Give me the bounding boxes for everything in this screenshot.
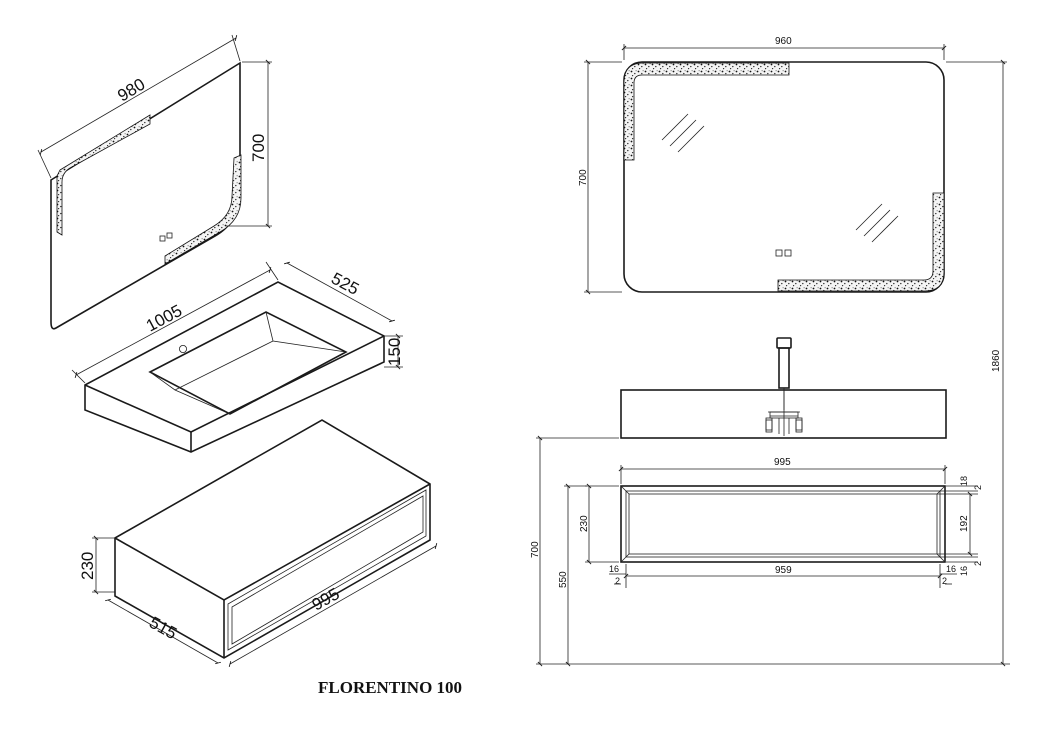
- front-cabinet-height-label: 230: [579, 515, 590, 532]
- front-mirror-switch-icon: [784, 249, 792, 257]
- gap-top-2-label: 2: [973, 485, 983, 490]
- gap-bottom-right-16-label: 16: [946, 564, 956, 574]
- front-elevation: 960 700 1860: [530, 36, 1010, 667]
- iso-basin-height-label: 150: [385, 338, 404, 366]
- iso-basin-width-label: 1005: [143, 301, 185, 336]
- iso-mirror-height-label: 700: [249, 134, 268, 162]
- gap-top-18-label: 18: [959, 476, 969, 486]
- front-drawer-width-label: 959: [775, 565, 792, 576]
- front-mirror-height-label: 700: [578, 169, 589, 186]
- iso-mirror-width-label: 980: [114, 75, 148, 106]
- iso-cabinet-height-label: 230: [78, 552, 97, 580]
- isometric-view: 980 700 1005 525: [37, 34, 462, 697]
- gap-right-16-label: 16: [959, 566, 969, 576]
- iso-mirror-switch-icon: [166, 232, 173, 239]
- iso-basin: 1005 525 150: [71, 261, 404, 453]
- gap-bottom-right-2-label: 2: [942, 576, 947, 586]
- total-height-label: 1860: [991, 349, 1002, 372]
- floor-to-top-label: 700: [530, 541, 541, 558]
- faucet-waste: [765, 390, 803, 436]
- product-title: FLORENTINO 100: [318, 678, 462, 697]
- iso-basin-depth-label: 525: [328, 269, 362, 299]
- gap-bottom-left-16-label: 16: [609, 564, 619, 574]
- front-basin: [620, 389, 947, 439]
- front-mirror: 960 700: [578, 36, 947, 295]
- iso-mirror: 980 700: [37, 34, 272, 330]
- gap-right-2-label: 2: [973, 561, 983, 566]
- front-cabinet-width-label: 995: [774, 457, 791, 468]
- front-mirror-switch-icon: [775, 249, 783, 257]
- gap-bottom-left-2-label: 2: [615, 576, 620, 586]
- drawer-height-label: 192: [959, 515, 970, 532]
- front-mirror-width-label: 960: [775, 36, 792, 47]
- iso-mirror-switch-icon: [159, 235, 166, 242]
- iso-cabinet: 230 995 515: [78, 419, 438, 667]
- front-cabinet: [620, 485, 946, 563]
- floor-to-cabinet-label: 550: [558, 571, 569, 588]
